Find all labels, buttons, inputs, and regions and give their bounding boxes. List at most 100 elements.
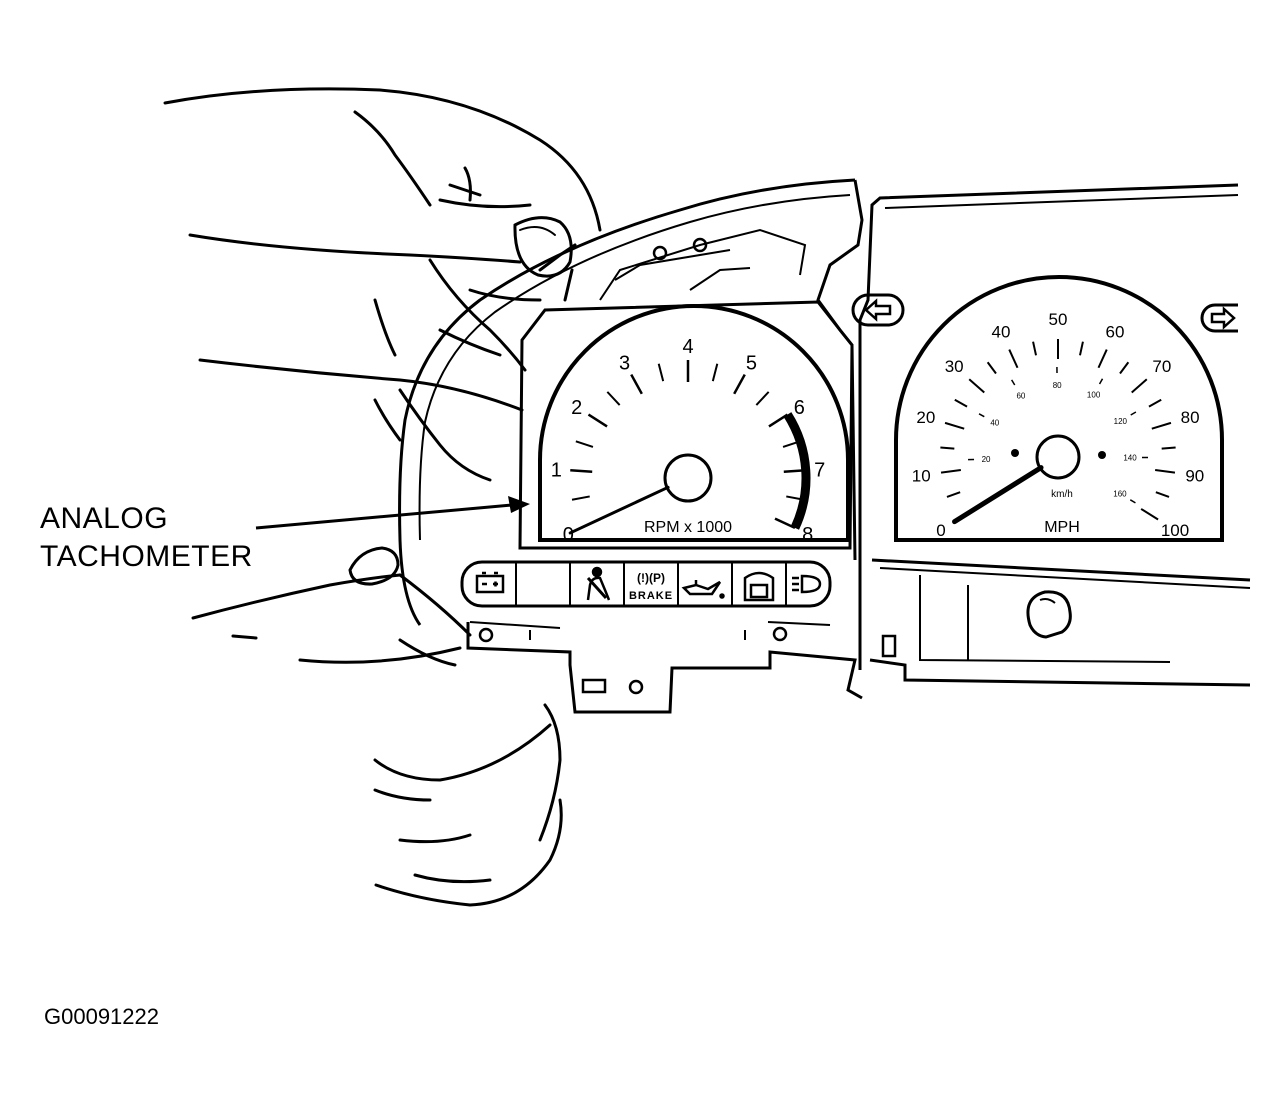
callout-arrow [255, 496, 530, 530]
speedometer-tick [1148, 398, 1162, 408]
speedometer-kmh-label: 120 [1114, 417, 1128, 426]
tachometer-tick [774, 517, 796, 530]
instrument-panel-bezel [858, 183, 1251, 687]
tachometer-tick [606, 391, 621, 406]
speedometer-tick [1140, 508, 1159, 521]
speedometer-tick [954, 398, 968, 408]
speedometer-kmh-tick [1129, 499, 1136, 504]
speedometer-tick [946, 491, 961, 498]
tachometer-hub [663, 453, 713, 503]
battery-icon [475, 571, 505, 594]
brake-icon: (!)(P) BRAKE [629, 571, 673, 602]
speedometer-unit-label: MPH [1044, 519, 1080, 536]
speedometer-mph-label: 80 [1181, 408, 1200, 427]
speedometer-tick [940, 446, 955, 450]
callout-line-1: ANALOG [40, 502, 169, 535]
cluster-housing [398, 178, 897, 714]
tachometer-labels: 0 1 2 3 4 5 6 7 8 [551, 336, 826, 546]
speedometer-tick [944, 421, 965, 430]
speedometer-kmh-tick [1010, 379, 1016, 386]
tachometer-tick-label: 5 [746, 352, 757, 374]
tachometer-faceplate [518, 300, 854, 550]
tachometer-needle [568, 485, 670, 535]
speedometer-tick [1097, 349, 1108, 369]
speedometer-mph-label: 50 [1049, 310, 1068, 329]
tachometer-tick-label: 6 [794, 397, 805, 419]
tachometer-tick [575, 440, 594, 448]
warning-light-strip: (!)(P) BRAKE [460, 560, 832, 608]
speedometer-kmh-tick [1098, 378, 1104, 385]
tachometer-tick-label: 8 [802, 524, 813, 546]
upper-hand [163, 87, 602, 482]
headlamp-icon [792, 574, 822, 594]
speedometer-mph-label: 30 [945, 357, 964, 376]
speedometer-tick [1151, 421, 1172, 430]
speedometer-tick [1032, 341, 1037, 356]
tachometer-tick-label: 3 [619, 352, 630, 374]
tachometer-tick [630, 373, 643, 395]
speedometer-kmh-label: 160 [1113, 490, 1127, 499]
tachometer-tick [571, 495, 590, 501]
speedometer-mph-label: 40 [992, 322, 1011, 341]
speedometer-mph-label: 60 [1106, 322, 1125, 341]
speedometer-kmh-label: 80 [1053, 381, 1062, 390]
speedometer-kmh-labels: 20 40 60 80 100 120 140 160 [968, 366, 1149, 504]
speedometer-kmh-label: 140 [1123, 453, 1137, 462]
tachometer-unit-label: RPM x 1000 [644, 519, 732, 536]
oil-icon [681, 580, 725, 599]
speedometer-kmh-unit: km/h [1051, 489, 1073, 500]
analog-tachometer: 0 1 2 3 4 5 6 7 8 RPM x 1000 [538, 304, 850, 546]
tachometer-tick-label: 1 [551, 459, 562, 481]
speedometer-tick [986, 361, 997, 375]
speedometer-tick [1155, 491, 1170, 498]
figure-id: G00091222 [44, 1004, 159, 1029]
speedometer-kmh-tick [978, 413, 985, 418]
tachometer-tick-label: 0 [563, 524, 574, 546]
speedometer-tick [968, 378, 985, 394]
tachometer-tick-label: 4 [682, 336, 693, 358]
tachometer-tick [711, 363, 719, 382]
speedometer-tick [1119, 361, 1130, 375]
left-turn-indicator [851, 293, 905, 327]
callout-line-2: TACHOMETER [40, 540, 253, 573]
lower-hand [191, 546, 563, 907]
speedometer-needle [952, 465, 1044, 525]
tachometer-tick [657, 363, 665, 382]
tachometer-tick [587, 413, 608, 428]
tachometer-tick-label: 7 [814, 459, 825, 481]
speedometer-tick [1008, 349, 1019, 369]
speedometer-kmh-label: 20 [982, 455, 991, 464]
door-ajar-icon [743, 571, 775, 602]
speedometer-kmh-label: 60 [1016, 391, 1025, 400]
speedometer-mph-label: 10 [912, 466, 931, 485]
trip-reset-knob [1026, 590, 1072, 639]
tachometer-tick [768, 413, 789, 428]
tachometer-tick [733, 373, 746, 395]
tachometer-tick-label: 2 [571, 397, 582, 419]
speedometer-tick [1131, 378, 1148, 394]
speedometer-hub [1035, 434, 1081, 480]
speedometer-tick [1161, 446, 1176, 450]
tachometer-tick [755, 391, 770, 406]
tachometer-tick-marks [570, 360, 806, 530]
speedometer-kmh-tick [1130, 411, 1137, 416]
speedometer-tick [940, 468, 961, 474]
brake-label: BRAKE [629, 590, 673, 602]
speedometer-tick [1079, 341, 1084, 356]
seatbelt-icon [586, 566, 611, 601]
speedometer-tick [1155, 468, 1176, 474]
tachometer-tick [570, 469, 593, 473]
speedometer-kmh-label: 100 [1087, 390, 1101, 399]
speedometer-kmh-label: 40 [990, 418, 999, 427]
brake-symbols: (!)(P) [637, 571, 665, 585]
right-turn-indicator [1200, 303, 1238, 333]
tachometer-redline-band [783, 412, 811, 530]
speedometer-mph-label: 20 [916, 408, 935, 427]
speedometer-mph-label: 90 [1185, 466, 1204, 485]
speedometer-mph-label: 0 [936, 521, 945, 540]
speedometer-mph-label: 100 [1161, 521, 1189, 540]
callout-label: ANALOG TACHOMETER [40, 500, 253, 576]
